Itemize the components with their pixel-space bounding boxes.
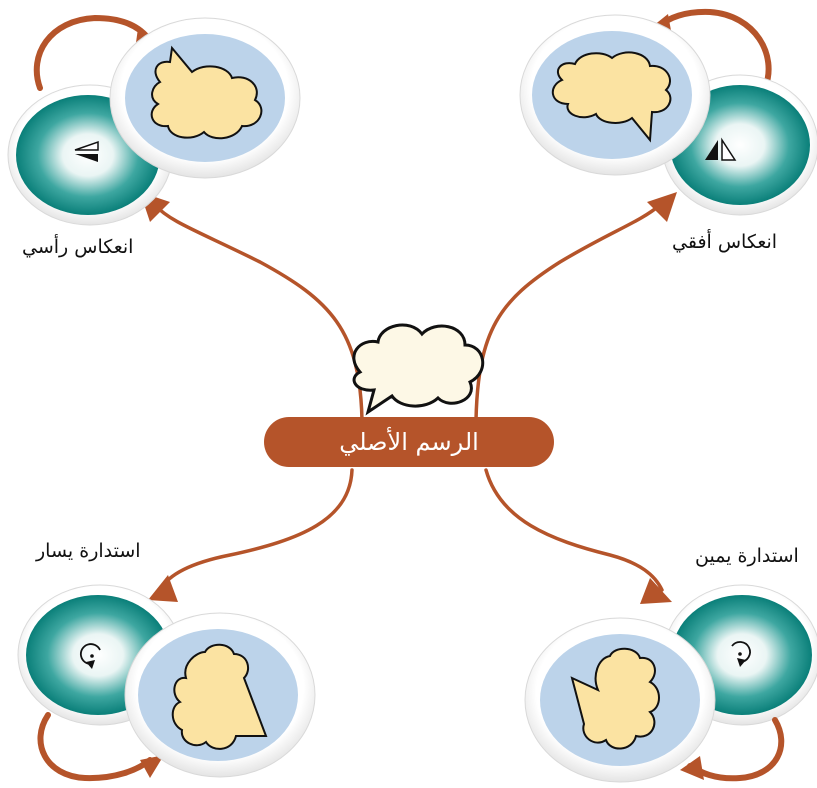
loop-arrow-horizontal-flip — [657, 8, 772, 91]
arrowhead-rotate-right — [640, 578, 672, 604]
vertical-flip-icon[interactable] — [74, 140, 99, 162]
connector-rotate-right — [484, 468, 664, 592]
loop-arrow-vertical-flip — [33, 14, 151, 91]
group-rotate-left — [17, 584, 316, 782]
speech-cloud-shape-vertical-flip — [150, 45, 263, 140]
speech-cloud-shape-rotate-left — [171, 643, 268, 750]
connector-horizontal-flip — [474, 203, 662, 422]
arrowhead-rotate-left — [148, 575, 178, 602]
rotate-right-icon[interactable] — [731, 641, 751, 667]
arrowhead-horizontal-flip — [647, 192, 677, 222]
connector-vertical-flip — [153, 203, 364, 422]
horizontal-flip-icon[interactable] — [705, 137, 737, 161]
speech-cloud-shape-horizontal-flip — [552, 51, 672, 143]
group-horizontal-flip — [519, 8, 817, 216]
group-vertical-flip — [7, 14, 301, 226]
label-vertical-flip: انعكاس رأسي — [22, 236, 134, 258]
original-drawing-title: الرسم الأصلي — [339, 428, 479, 456]
loop-arrowhead-rotate-right — [680, 756, 704, 780]
label-rotate-left: استدارة يسار — [36, 540, 141, 562]
label-horizontal-flip: انعكاس أفقي — [672, 231, 778, 253]
connector-rotate-left — [158, 468, 354, 592]
rotate-left-icon[interactable] — [80, 643, 101, 669]
loop-arrowhead-rotate-left — [140, 755, 164, 778]
label-rotate-right: استدارة يمين — [695, 545, 799, 567]
loop-arrow-rotate-left — [37, 712, 153, 782]
group-rotate-right — [524, 584, 817, 783]
original-shape-cloud — [352, 323, 485, 416]
speech-cloud-shape-rotate-right — [570, 647, 660, 750]
original-drawing-pill: الرسم الأصلي — [264, 417, 554, 467]
